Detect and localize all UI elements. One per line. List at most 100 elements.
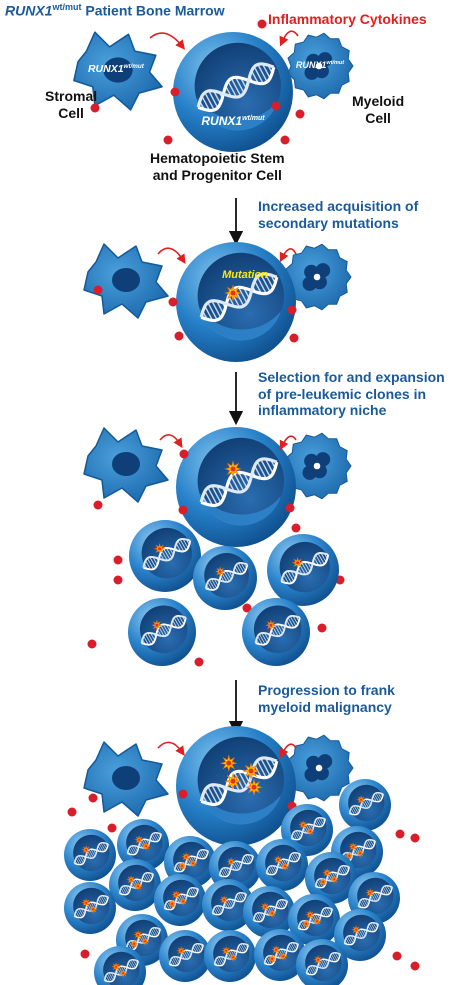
nucleus (305, 944, 342, 982)
mutation-core (192, 862, 195, 865)
mutation-core (225, 949, 228, 952)
cytokine-dot (410, 961, 420, 971)
cytokine-dot (287, 305, 297, 315)
clone-cell (339, 779, 391, 831)
myeloid-nucleus-lobe (302, 276, 318, 291)
cytokine-dot (113, 555, 123, 565)
mutation-core (232, 956, 235, 959)
nucleus (218, 846, 255, 884)
cytokine-dot (107, 823, 117, 833)
hspc-cell: RUNX1wt/mut (173, 32, 293, 152)
mutation-core (115, 965, 118, 968)
clone-cell (202, 879, 254, 931)
myeloid-nucleus-lobe (304, 767, 320, 782)
cytokine-dot (295, 109, 305, 119)
cytokine-dot (317, 623, 327, 633)
cytokine-dot (194, 657, 204, 667)
clone-cell (256, 839, 308, 891)
mutation-core (322, 880, 325, 883)
nucleus (253, 605, 302, 654)
secretion-arrow (159, 434, 183, 449)
stromal-nucleus (112, 268, 140, 292)
stromal-cell (83, 427, 169, 503)
cytokine-dot (113, 575, 123, 585)
mutation-core (130, 878, 133, 881)
stromal-cell (83, 243, 169, 319)
mutation-core (333, 878, 336, 881)
cytokine-dot (392, 951, 402, 961)
stromal-nucleus (103, 57, 133, 83)
mutation-core (144, 940, 147, 943)
mutation-core (175, 893, 178, 896)
cytokine-dot (178, 789, 188, 799)
clone-cell (242, 598, 310, 666)
mutation-core (248, 768, 254, 774)
nucleus (139, 605, 188, 654)
mutation-core (138, 838, 141, 841)
nucleus-highlight (197, 98, 278, 131)
secretion-arrow (279, 743, 297, 759)
cytokine-dot (80, 949, 90, 959)
mutation-core (230, 290, 236, 296)
mutation-core (269, 623, 273, 627)
dna-icon (140, 614, 187, 646)
nucleus-highlight (200, 308, 281, 341)
clone-cell (109, 859, 161, 911)
myeloid-cell (285, 243, 352, 311)
hspc-cell: Mutation (176, 242, 296, 362)
mutation-core (133, 942, 136, 945)
mutation-core (182, 900, 185, 903)
myeloid-granule (315, 764, 323, 772)
mutation-core (223, 898, 226, 901)
mutation-core (181, 864, 184, 867)
myeloid-nucleus-lobe (302, 465, 318, 480)
mutation-core (275, 948, 278, 951)
mutation-core (264, 905, 267, 908)
mutation-core (277, 858, 280, 861)
mutation-core (137, 933, 140, 936)
cytokine-dot (174, 331, 184, 341)
nucleus (213, 935, 250, 973)
mutation-core (352, 845, 355, 848)
clone-cell (64, 829, 116, 881)
clone-cell (128, 598, 196, 666)
nucleus (314, 857, 351, 895)
mutation-core (180, 949, 183, 952)
clone-cell (243, 886, 295, 938)
nucleus (343, 914, 380, 952)
secretion-arrow (157, 741, 185, 756)
cytokine-dot (178, 505, 188, 515)
myeloid-granule (313, 273, 321, 281)
stromal-nucleus (112, 766, 140, 790)
hspc-cell (176, 427, 296, 547)
nucleus (265, 844, 302, 882)
mutation-core (284, 865, 287, 868)
mutation-core (348, 854, 351, 857)
nucleus (211, 884, 248, 922)
mutation-core (226, 760, 232, 766)
secretion-arrow (279, 30, 299, 47)
secretion-arrow (279, 435, 297, 451)
myeloid-cell (287, 734, 354, 802)
stromal-cell (83, 741, 169, 817)
clone-cell (193, 546, 257, 610)
cytokine-dot (163, 135, 173, 145)
nucleus (263, 934, 300, 972)
myeloid-granule (315, 62, 323, 70)
cytokine-dot (93, 285, 103, 295)
clone-cell (94, 946, 146, 985)
mutation-core (271, 957, 274, 960)
cytokines-label: Inflammatory Cytokines (268, 11, 427, 27)
nucleus (252, 891, 289, 929)
cytokine-dot (271, 101, 281, 111)
myeloid-cell: RUNX1wt/mut (287, 32, 354, 100)
myeloid-nucleus-lobe (304, 65, 320, 80)
mutation-core (271, 912, 274, 915)
mutation-core (296, 561, 300, 565)
clone-cell (154, 874, 206, 926)
